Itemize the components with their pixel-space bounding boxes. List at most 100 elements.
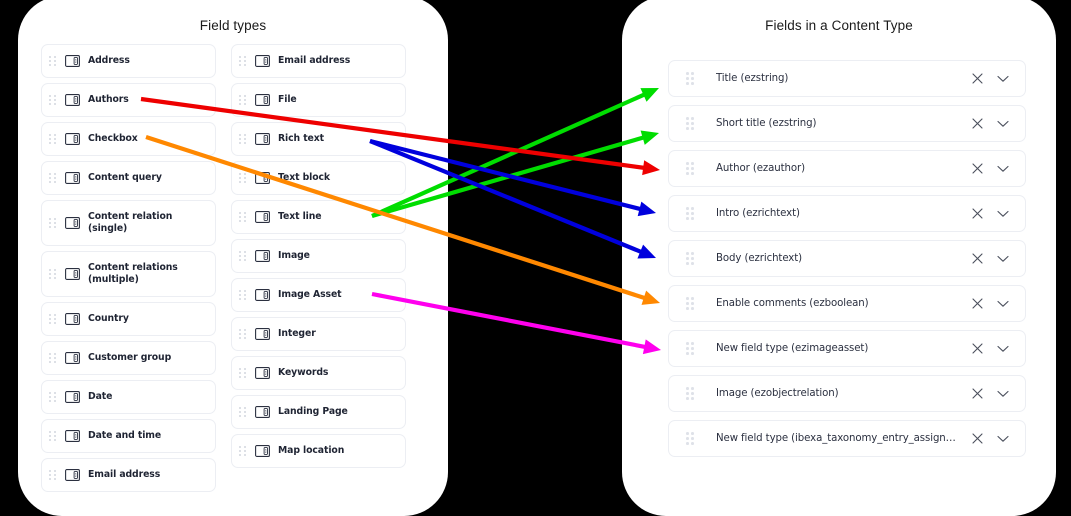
field-type-item[interactable]: Content relations (multiple) bbox=[41, 251, 216, 297]
chevron-down-icon[interactable] bbox=[995, 386, 1011, 402]
close-icon[interactable] bbox=[969, 251, 985, 267]
field-type-icon bbox=[65, 217, 80, 229]
content-type-field-row[interactable]: Enable comments (ezboolean) bbox=[668, 285, 1026, 322]
content-type-fields-list: Title (ezstring) Short title (ezstring) Au… bbox=[668, 60, 1026, 465]
close-icon[interactable] bbox=[969, 386, 985, 402]
field-type-item[interactable]: Text block bbox=[231, 161, 406, 195]
field-type-item[interactable]: Map location bbox=[231, 434, 406, 468]
field-type-icon bbox=[65, 55, 80, 67]
drag-handle-icon[interactable] bbox=[49, 468, 57, 482]
drag-handle-icon[interactable] bbox=[239, 132, 247, 146]
drag-handle-icon[interactable] bbox=[239, 444, 247, 458]
close-icon[interactable] bbox=[969, 161, 985, 177]
content-type-field-row[interactable]: Intro (ezrichtext) bbox=[668, 195, 1026, 232]
field-type-item[interactable]: Country bbox=[41, 302, 216, 336]
content-type-field-row[interactable]: New field type (ezimageasset) bbox=[668, 330, 1026, 367]
drag-handle-icon[interactable] bbox=[239, 171, 247, 185]
drag-handle-icon[interactable] bbox=[239, 405, 247, 419]
field-type-label: Content relations (multiple) bbox=[88, 262, 178, 285]
field-type-label: Email address bbox=[278, 55, 351, 66]
drag-handle-icon[interactable] bbox=[49, 132, 57, 146]
close-icon[interactable] bbox=[969, 116, 985, 132]
field-type-item[interactable]: Address bbox=[41, 44, 216, 78]
close-icon[interactable] bbox=[969, 206, 985, 222]
field-type-label: Map location bbox=[278, 445, 345, 456]
content-type-field-row[interactable]: Image (ezobjectrelation) bbox=[668, 375, 1026, 412]
chevron-down-icon[interactable] bbox=[995, 116, 1011, 132]
drag-handle-icon[interactable] bbox=[239, 249, 247, 263]
drag-handle-icon[interactable] bbox=[49, 171, 57, 185]
drag-handle-icon[interactable] bbox=[239, 288, 247, 302]
drag-handle-icon[interactable] bbox=[49, 216, 57, 230]
field-type-icon bbox=[255, 250, 270, 262]
drag-handle-icon[interactable] bbox=[686, 71, 695, 87]
field-type-item[interactable]: Date bbox=[41, 380, 216, 414]
drag-handle-icon[interactable] bbox=[686, 251, 695, 267]
chevron-down-icon[interactable] bbox=[995, 341, 1011, 357]
drag-handle-icon[interactable] bbox=[49, 54, 57, 68]
drag-handle-icon[interactable] bbox=[49, 351, 57, 365]
drag-handle-icon[interactable] bbox=[686, 206, 695, 222]
close-icon[interactable] bbox=[969, 341, 985, 357]
field-type-icon bbox=[255, 94, 270, 106]
field-type-item[interactable]: Date and time bbox=[41, 419, 216, 453]
drag-handle-icon[interactable] bbox=[49, 312, 57, 326]
drag-handle-icon[interactable] bbox=[239, 366, 247, 380]
field-type-label: Landing Page bbox=[278, 406, 348, 417]
chevron-down-icon[interactable] bbox=[995, 206, 1011, 222]
content-type-field-row[interactable]: Body (ezrichtext) bbox=[668, 240, 1026, 277]
field-type-item[interactable]: Integer bbox=[231, 317, 406, 351]
drag-handle-icon[interactable] bbox=[686, 431, 695, 447]
drag-handle-icon[interactable] bbox=[686, 341, 695, 357]
drag-handle-icon[interactable] bbox=[686, 296, 695, 312]
field-type-item[interactable]: Image Asset bbox=[231, 278, 406, 312]
field-type-item[interactable]: Landing Page bbox=[231, 395, 406, 429]
drag-handle-icon[interactable] bbox=[686, 116, 695, 132]
field-type-item[interactable]: Image bbox=[231, 239, 406, 273]
content-type-field-row[interactable]: Author (ezauthor) bbox=[668, 150, 1026, 187]
drag-handle-icon[interactable] bbox=[239, 93, 247, 107]
field-type-item[interactable]: Email address bbox=[231, 44, 406, 78]
close-icon[interactable] bbox=[969, 431, 985, 447]
drag-handle-icon[interactable] bbox=[239, 54, 247, 68]
drag-handle-icon[interactable] bbox=[239, 327, 247, 341]
field-type-icon bbox=[255, 328, 270, 340]
chevron-down-icon[interactable] bbox=[995, 251, 1011, 267]
close-icon[interactable] bbox=[969, 296, 985, 312]
field-type-item[interactable]: Authors bbox=[41, 83, 216, 117]
content-type-field-row[interactable]: New field type (ibexa_taxonomy_entry_ass… bbox=[668, 420, 1026, 457]
field-type-label: Content query bbox=[88, 172, 162, 183]
field-type-item[interactable]: Keywords bbox=[231, 356, 406, 390]
drag-handle-icon[interactable] bbox=[49, 390, 57, 404]
field-type-icon bbox=[65, 352, 80, 364]
field-types-panel-title: Field types bbox=[199, 18, 267, 33]
drag-handle-icon[interactable] bbox=[49, 267, 57, 281]
field-type-item[interactable]: Customer group bbox=[41, 341, 216, 375]
field-type-item[interactable]: Content relation (single) bbox=[41, 200, 216, 246]
field-type-label: Image Asset bbox=[278, 289, 342, 300]
field-type-label: Text block bbox=[278, 172, 331, 183]
field-type-icon bbox=[255, 289, 270, 301]
field-type-item[interactable]: Checkbox bbox=[41, 122, 216, 156]
field-type-item[interactable]: Content query bbox=[41, 161, 216, 195]
chevron-down-icon[interactable] bbox=[995, 161, 1011, 177]
drag-handle-icon[interactable] bbox=[49, 429, 57, 443]
close-icon[interactable] bbox=[969, 71, 985, 87]
field-type-icon bbox=[65, 391, 80, 403]
field-type-item[interactable]: Rich text bbox=[231, 122, 406, 156]
chevron-down-icon[interactable] bbox=[995, 71, 1011, 87]
drag-handle-icon[interactable] bbox=[686, 386, 695, 402]
content-type-field-row[interactable]: Short title (ezstring) bbox=[668, 105, 1026, 142]
field-type-item[interactable]: Email address bbox=[41, 458, 216, 492]
field-type-item[interactable]: File bbox=[231, 83, 406, 117]
field-type-item[interactable]: Text line bbox=[231, 200, 406, 234]
field-type-icon bbox=[255, 55, 270, 67]
field-type-icon bbox=[65, 268, 80, 280]
drag-handle-icon[interactable] bbox=[239, 210, 247, 224]
chevron-down-icon[interactable] bbox=[995, 431, 1011, 447]
drag-handle-icon[interactable] bbox=[49, 93, 57, 107]
content-type-field-row[interactable]: Title (ezstring) bbox=[668, 60, 1026, 97]
drag-handle-icon[interactable] bbox=[686, 161, 695, 177]
chevron-down-icon[interactable] bbox=[995, 296, 1011, 312]
